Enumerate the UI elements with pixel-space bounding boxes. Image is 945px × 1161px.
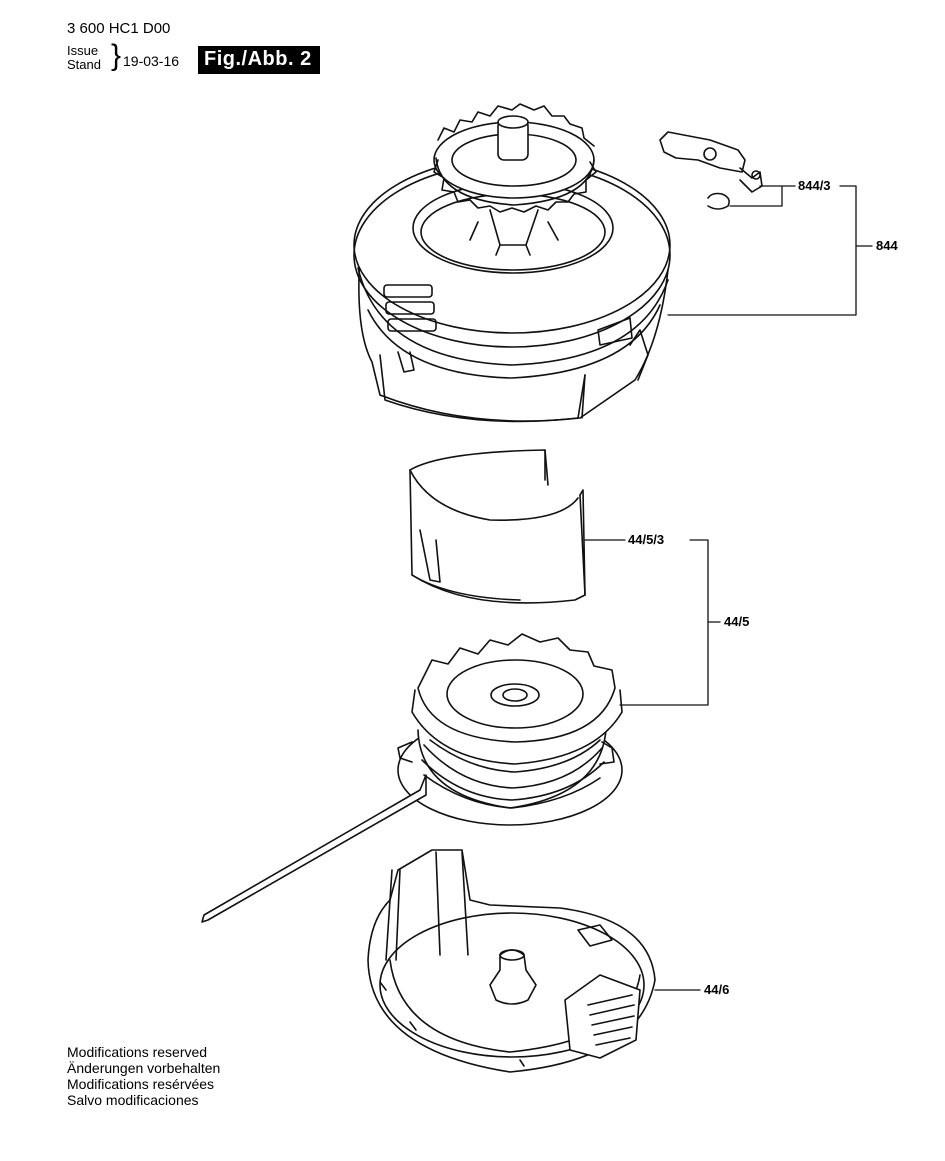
issue-stand-label: Issue Stand [67,44,101,72]
callout-44-5-3: 44/5/3 [628,532,665,547]
leader-844 [667,245,873,316]
spool-cover-part [367,849,656,1073]
sleeve-part [409,449,586,604]
figure-label: Fig./Abb. 2 [198,46,320,74]
note-line: Salvo modificaciones [67,1092,199,1108]
callout-44-6: 44/6 [704,982,730,997]
spool-housing-part [353,103,671,423]
leader-844-3 [729,185,783,207]
callout-844-3: 844/3 [798,178,831,193]
brace-icon: } [111,39,122,72]
leader-lines [584,185,873,991]
leader-44-5 [619,621,709,706]
lever-part [659,131,763,210]
note-line: Modifications resérvées [67,1076,215,1092]
drawing-number: 3 600 HC1 D00 [67,20,171,37]
note-line: Änderungen vorbehalten [67,1060,221,1076]
note-line: Modifications reserved [67,1044,208,1060]
issue-label: Issue [67,43,99,58]
callout-844: 844 [876,238,898,253]
issue-date: 19-03-16 [123,53,180,69]
line-spool-part [201,633,623,923]
callout-44-5: 44/5 [724,614,750,629]
modification-notes: Modifications reserved Änderungen vorbeh… [67,1044,220,1108]
stand-label: Stand [67,57,101,72]
